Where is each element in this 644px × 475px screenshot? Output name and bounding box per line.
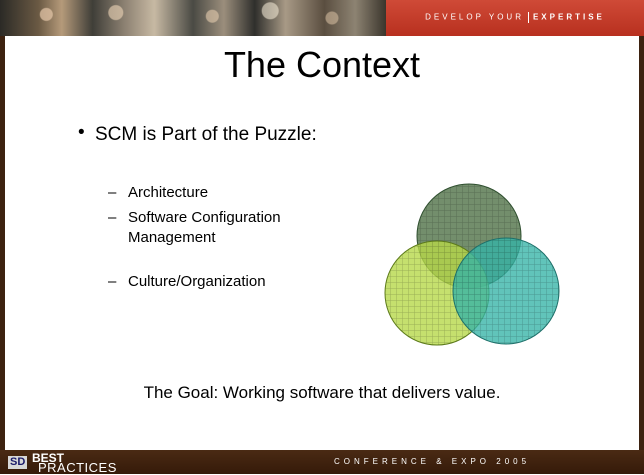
frame-left	[0, 36, 5, 450]
banner-photo-faces	[0, 0, 386, 36]
sub-item-label: Culture/Organization	[128, 273, 266, 290]
dash-icon: –	[108, 209, 117, 226]
frame-right	[639, 36, 644, 450]
sub-item-label: Software Configuration Management	[128, 209, 281, 246]
circle-right	[452, 237, 560, 345]
sub-item-label: Architecture	[128, 184, 209, 201]
logo-practices: PRACTICES	[38, 460, 117, 475]
slide-title: The Context	[223, 44, 421, 85]
logo-sd: SD	[8, 456, 28, 469]
logo-best: BEST	[32, 451, 65, 465]
tagline-divider	[527, 12, 529, 23]
tagline: DEVELOP YOUR EXPERTISE	[386, 12, 644, 23]
tagline-develop: DEVELOP YOUR	[425, 12, 524, 22]
footer-bar	[0, 450, 644, 474]
header-banner: DEVELOP YOUR EXPERTISE	[0, 0, 644, 36]
tagline-box: DEVELOP YOUR EXPERTISE	[386, 0, 644, 36]
goal-text: The Goal: Working software that delivers…	[143, 383, 501, 402]
bullet-dot: •	[78, 122, 85, 143]
tagline-expertise: EXPERTISE	[532, 12, 605, 22]
bullet-text: SCM is Part of the Puzzle:	[95, 124, 317, 145]
dash-icon: –	[108, 273, 117, 290]
event-text: CONFERENCE & EXPO 2005	[334, 457, 531, 466]
dash-icon: –	[108, 184, 117, 201]
